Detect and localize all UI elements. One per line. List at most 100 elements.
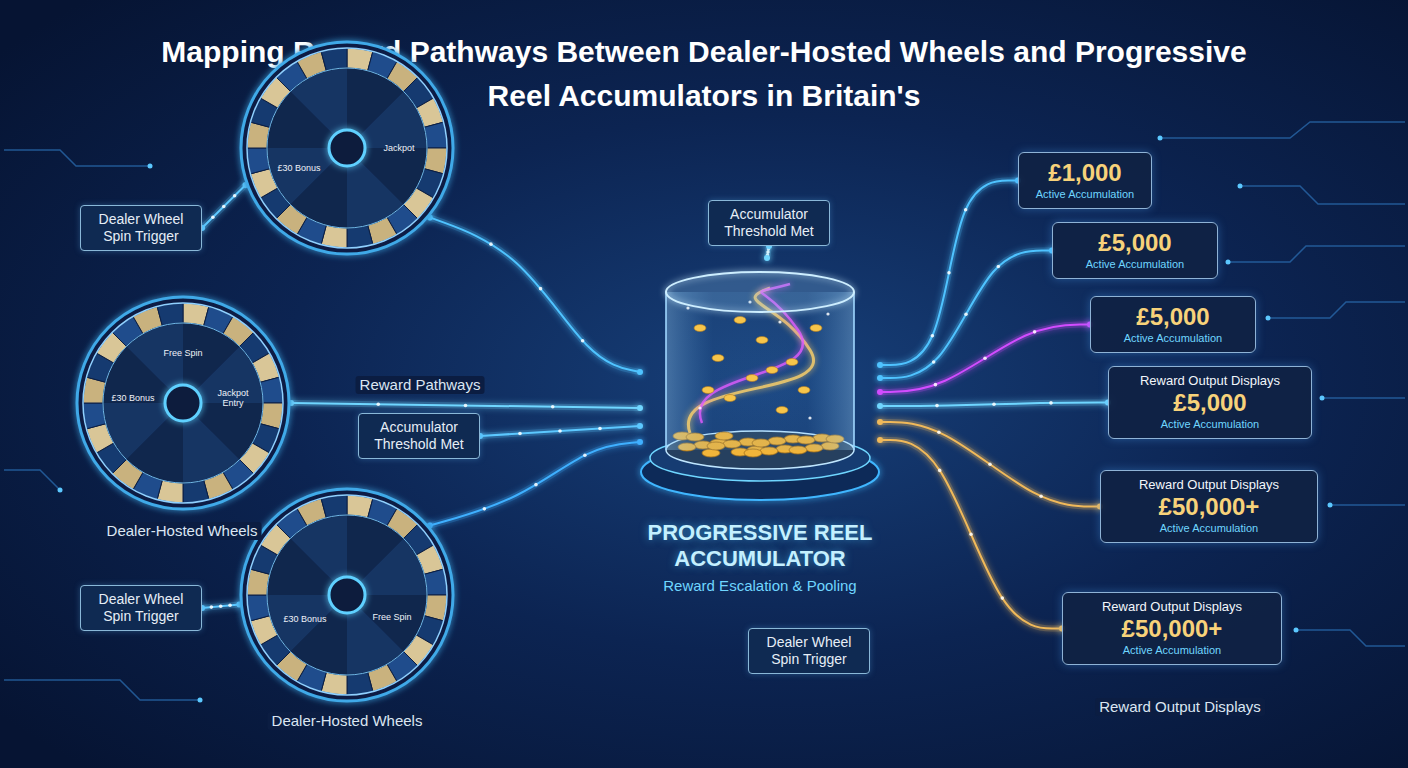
wheel-pocket [247,148,270,174]
pathway-line [880,440,1062,629]
pathway-spark [518,432,522,436]
circuit-trace [4,150,150,166]
reward-display: £5,000Active Accumulation [1090,296,1256,353]
reward-value: £5,000 [1119,389,1301,417]
circuit-trace [1330,504,1405,506]
wheel-art [239,487,455,703]
tag-label: Accumulator Threshold Met [365,419,473,453]
reward-display: Reward Output Displays£5,000Active Accum… [1108,366,1312,439]
pathway-line [880,403,1108,407]
wheel-pocket [157,303,183,326]
sparkle [808,416,811,419]
wheel-inner-ring [267,68,427,228]
pathway-line [880,251,1052,379]
pathway-spark [598,427,602,431]
reward-value: £50,000+ [1073,615,1271,643]
pathway-glow [291,403,640,408]
floating-coin [776,407,788,414]
wheel-outer-ring [247,48,447,248]
wheel-body [77,297,289,509]
trace-dot [1320,396,1325,401]
reward-pathway [288,400,643,411]
floating-coin [702,387,714,394]
sparkle [826,312,829,315]
wheel-pocket [247,595,270,621]
wheel-rim [241,489,453,701]
wheel-body [241,489,453,701]
pathway-line [480,426,640,436]
pathway-spark [964,312,968,316]
circuit-trace [1228,246,1405,262]
pathway-endpoint [877,375,883,381]
wheel-inner-ring [267,515,427,675]
wheel-pocket [183,480,209,503]
pathway-spark [551,405,555,409]
pathway-line [880,325,1090,393]
pathway-glow [880,422,1100,507]
wheel-hub [329,577,365,613]
floating-coin [766,367,778,374]
reward-display: Reward Output Displays£50,000+Active Acc… [1062,592,1282,665]
pathway-endpoint [877,437,883,443]
wheel-pocket [321,495,347,518]
trigger-tag: Dealer Wheel Spin Trigger [80,205,202,251]
coin [744,449,762,457]
wheel-pocket [347,672,373,695]
wheel-inner-ring [103,323,263,483]
wheel-segment-label: £30 Bonus [283,614,327,624]
display-heading: Reward Output Displays [1073,599,1271,615]
status-caption: Active Accumulation [1073,643,1271,657]
circuit-traces [4,122,1405,700]
status-caption: Active Accumulation [1063,257,1207,271]
trace-dot [198,698,203,703]
wheel-art [239,40,455,256]
pathway-line [202,185,246,228]
reward-pathway [877,400,1111,410]
floating-coin [712,355,724,362]
tag-label: Dealer Wheel Spin Trigger [87,211,195,245]
status-caption: Active Accumulation [1111,521,1307,535]
circuit-trace [1160,122,1405,138]
pathway-line [202,604,239,608]
trace-dot [1266,316,1271,321]
reward-value: £1,000 [1029,159,1141,187]
pathway-label: Reward Pathways [356,376,485,394]
wheel-art [75,295,291,511]
pathway-spark [1039,494,1043,498]
reward-pathway [427,214,643,375]
floating-coin [756,337,768,344]
pathway-spark [583,453,587,457]
pathway-line [880,422,1100,507]
trace-dot [58,488,63,493]
reward-display: £5,000Active Accumulation [1052,222,1218,279]
pathway-endpoint [877,362,883,368]
pathway-spark [539,287,543,291]
wheel-segment-label: £30 Bonus [277,163,321,173]
floating-coin [810,325,822,332]
reward-pathway [199,182,249,231]
accumulator-title: PROGRESSIVE REEL ACCUMULATOR [640,520,880,572]
floating-coin [798,387,810,394]
pathway-spark [376,402,380,406]
pathway-glow [880,403,1108,407]
pathway-endpoint [637,369,643,375]
pathway-spark [931,334,935,338]
pathway-spark [992,402,996,406]
pathway-glow [202,185,246,228]
cylinder-glass [666,292,854,450]
pathway-spark [938,469,942,473]
trace-dot [1158,136,1163,141]
pathway-glow [430,217,640,372]
display-heading: Reward Output Displays [1119,373,1301,389]
pathway-spark [483,507,487,511]
pathway-line [430,217,640,372]
floating-coin [786,359,798,366]
tag-label: Dealer Wheel Spin Trigger [87,591,195,625]
pathway-spark [932,360,936,364]
wheel-segment-label: Jackpot [377,143,421,153]
wheel-pocket [260,377,283,403]
wheel-pocket [424,569,447,595]
cylinder-edge [853,292,855,450]
pathway-spark [464,404,468,408]
